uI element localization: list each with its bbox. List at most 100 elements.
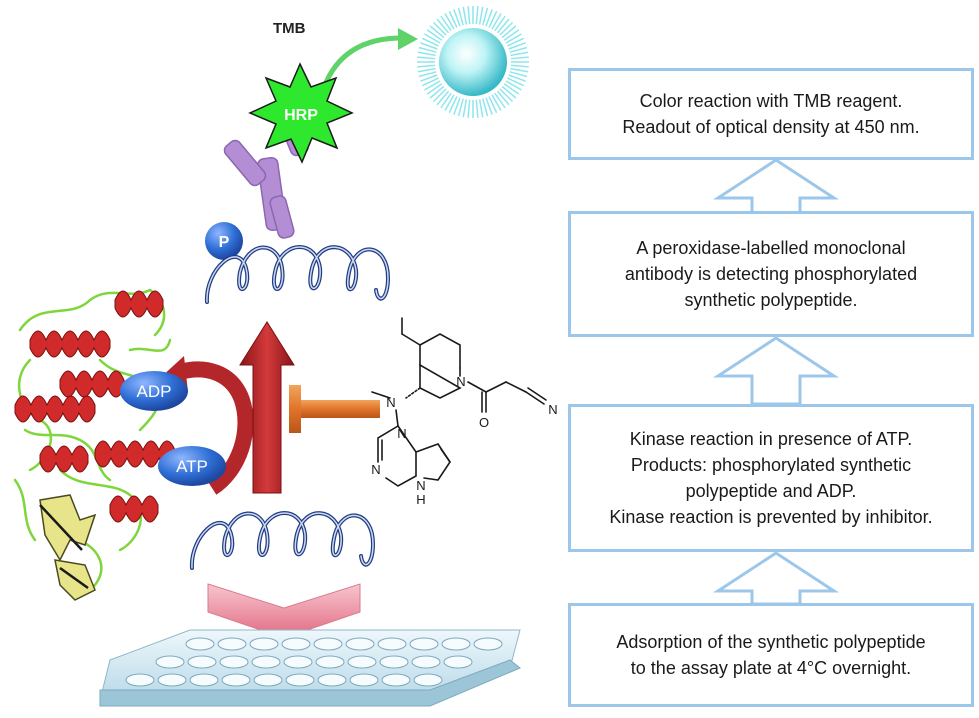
bead-ray xyxy=(499,88,514,103)
reaction-up-arrow xyxy=(239,321,295,494)
bead-ray xyxy=(421,77,439,87)
plate-well xyxy=(157,673,187,687)
plate-well xyxy=(313,637,343,651)
bead-ray xyxy=(453,9,461,27)
flow-arrow-2 xyxy=(712,336,840,406)
step-2-line-1: A peroxidase-labelled monoclonal xyxy=(636,238,906,258)
bead-ray xyxy=(485,9,493,27)
step-box-kinase-reaction: Kinase reaction in presence of ATP. Prod… xyxy=(568,404,974,552)
substrate-peptide-light xyxy=(191,512,374,569)
bead-core xyxy=(439,28,507,96)
bead-ray xyxy=(475,99,479,118)
pyrrole-h-label: H xyxy=(416,492,425,507)
bead-ray xyxy=(478,99,484,118)
inhibition-bar xyxy=(289,385,380,433)
bead-ray xyxy=(499,21,514,36)
hrp-label: HRP xyxy=(284,107,318,124)
bead-ray xyxy=(417,67,436,73)
plate-well xyxy=(221,673,251,687)
plate-well xyxy=(441,637,471,651)
plate-well xyxy=(409,637,439,651)
bead-ray xyxy=(426,83,443,95)
bead-ray xyxy=(496,90,510,106)
phosphorylated-peptide-light xyxy=(206,246,389,303)
bead-ray xyxy=(508,42,526,50)
plate-well xyxy=(381,673,411,687)
plate-well xyxy=(317,673,347,687)
bead-ray xyxy=(432,88,447,103)
bead-ray xyxy=(505,33,522,44)
bead-ray xyxy=(482,98,489,117)
bead-ray xyxy=(494,92,506,109)
plate-well xyxy=(187,655,217,669)
tmb-product-bead xyxy=(417,6,529,118)
plate-wells xyxy=(125,637,503,687)
bead-ray xyxy=(440,92,452,109)
bead-ray xyxy=(457,98,464,117)
plate-well xyxy=(125,673,155,687)
bead-ray xyxy=(494,15,506,32)
step-3-line-2: Products: phosphorylated synthetic xyxy=(630,455,912,475)
bead-ray xyxy=(444,94,455,111)
bead-ray xyxy=(508,74,526,82)
bead-ray xyxy=(444,13,455,30)
bead-ray xyxy=(501,25,517,39)
bead-ray xyxy=(448,10,458,28)
bead-ray xyxy=(510,64,529,68)
step-3-line-4: Kinase reaction is prevented by inhibito… xyxy=(609,507,933,527)
step-2-line-3: synthetic polypeptide. xyxy=(684,290,858,310)
bead-ray xyxy=(417,56,436,60)
bead-ray xyxy=(507,37,525,47)
bead-ray xyxy=(420,74,438,82)
plate-well xyxy=(379,655,409,669)
bead-ray xyxy=(503,29,520,41)
plate-well xyxy=(315,655,345,669)
adp-ellipse xyxy=(120,371,188,411)
flow-arrow-1 xyxy=(712,158,840,215)
plate-well xyxy=(283,655,313,669)
bead-ray xyxy=(478,6,484,25)
plate-well xyxy=(281,637,311,651)
atp-label: ATP xyxy=(176,457,208,476)
plate-well xyxy=(285,673,315,687)
bead-ray xyxy=(462,99,468,118)
bead-ray xyxy=(462,6,468,25)
pyrimidine-n1-label: N xyxy=(371,462,380,477)
step-3-line-1: Kinase reaction in presence of ATP. xyxy=(629,429,913,449)
bead-ray xyxy=(482,7,489,26)
bead-ray xyxy=(453,97,461,115)
step-1-line-2: Readout of optical density at 450 nm. xyxy=(622,117,920,137)
plate-well xyxy=(347,655,377,669)
bead-ray xyxy=(420,42,438,50)
atp-adp-arrow xyxy=(177,361,254,495)
step-box-detection-readout: Color reaction with TMB reagent. Readout… xyxy=(568,68,974,160)
bead-ray xyxy=(432,21,447,36)
substrate-peptide xyxy=(189,511,376,570)
hrp-star xyxy=(248,62,354,164)
atp-ellipse xyxy=(158,446,226,486)
bead-ray xyxy=(457,7,464,26)
step-1-line-1: Color reaction with TMB reagent. xyxy=(639,91,903,111)
bead-ray xyxy=(488,96,498,114)
step-box-antibody-detection: A peroxidase-labelled monoclonal antibod… xyxy=(568,211,974,337)
bead-ray xyxy=(429,25,445,39)
inhibitor-molecule xyxy=(371,317,547,487)
bead-ray xyxy=(426,29,443,41)
plate-well xyxy=(249,637,279,651)
pyrrole-n-label: N xyxy=(416,478,425,493)
bead-ray xyxy=(510,56,529,60)
plate-well xyxy=(253,673,283,687)
bead-ray xyxy=(424,33,441,44)
step-2-line-2: antibody is detecting phosphorylated xyxy=(624,264,918,284)
plate-well xyxy=(411,655,441,669)
bead-ray xyxy=(491,13,502,30)
bead-ray xyxy=(509,46,528,53)
plate-well xyxy=(219,655,249,669)
bead-ray xyxy=(421,37,439,47)
plate-well xyxy=(185,637,215,651)
bead-ray xyxy=(510,67,529,73)
adsorption-chevron xyxy=(207,583,361,639)
plate-well xyxy=(155,655,185,669)
bead-ray xyxy=(509,71,528,78)
